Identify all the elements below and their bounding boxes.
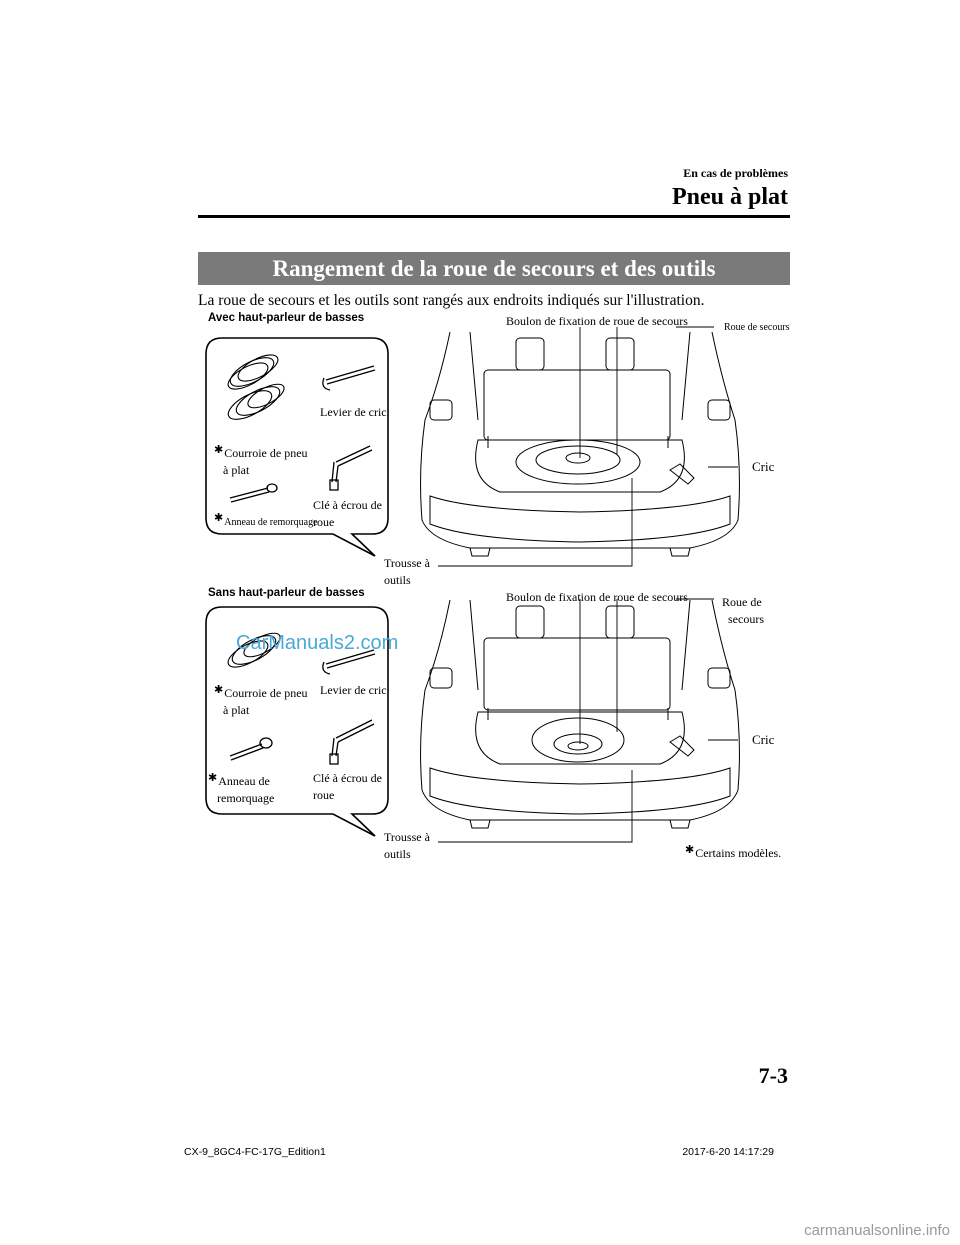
bottom-car-illustration	[420, 599, 740, 829]
bottom-variant-heading: Sans haut-parleur de basses	[208, 587, 365, 599]
top-tools-callout	[205, 337, 389, 557]
site-watermark: carmanualsonline.info	[804, 1222, 950, 1239]
top-spare-label: Roue de secours	[724, 322, 790, 333]
bottom-eye-icon	[229, 737, 273, 761]
top-lever-icon	[322, 365, 376, 391]
page-number: 7-3	[758, 1063, 788, 1088]
top-bolt-label: Boulon de fixation de roue de secours	[506, 314, 688, 328]
bottom-bolt-label: Boulon de fixation de roue de secours	[506, 590, 688, 604]
section-banner: Rangement de la roue de secours et des o…	[198, 252, 790, 285]
chapter-title: Pneu à plat	[671, 184, 788, 210]
top-variant-heading: Avec haut-parleur de basses	[208, 312, 365, 324]
footer-doc-id: CX-9_8GC4-FC-17G_Edition1	[184, 1146, 326, 1158]
footnote: ✱Certains modèles.	[685, 844, 782, 860]
bottom-leader-lines	[438, 598, 738, 843]
top-strap-star-icon: ✱	[214, 444, 224, 456]
footer-timestamp: 2017-6-20 14:17:29	[682, 1146, 774, 1158]
top-strap-icon	[227, 354, 285, 420]
watermark: CarManuals2.com	[236, 632, 399, 654]
header-rule	[198, 215, 790, 218]
top-eye-star-icon: ✱	[214, 512, 224, 524]
top-jack-label: Cric	[752, 459, 775, 474]
top-wrench-icon	[329, 445, 373, 491]
bottom-lever-label: Levier de cric	[320, 683, 387, 697]
top-eye-label: ✱Anneau de remorquage	[214, 512, 318, 528]
bottom-strap-star-icon: ✱	[214, 684, 224, 696]
bottom-wrench-icon	[329, 719, 375, 765]
bottom-jack-label: Cric	[752, 732, 775, 747]
section-title: En cas de problèmes	[683, 166, 788, 180]
bottom-eye-label: ✱Anneau de remorquage	[208, 772, 275, 805]
top-eye-icon	[229, 483, 278, 503]
top-strap-label: ✱Courroie de pneu à plat	[214, 444, 308, 477]
intro-paragraph: La roue de secours et les outils sont ra…	[198, 292, 705, 309]
bottom-tools-callout	[205, 606, 389, 837]
top-leader-lines	[438, 326, 738, 567]
footnote-star-icon: ✱	[685, 844, 695, 856]
bottom-lever-icon	[322, 649, 376, 675]
top-lever-label: Levier de cric	[320, 405, 387, 419]
top-car-illustration	[420, 331, 740, 557]
bottom-eye-star-icon: ✱	[208, 772, 218, 784]
bottom-strap-icon	[227, 632, 281, 668]
bottom-strap-label: ✱Courroie de pneu à plat	[214, 684, 308, 717]
